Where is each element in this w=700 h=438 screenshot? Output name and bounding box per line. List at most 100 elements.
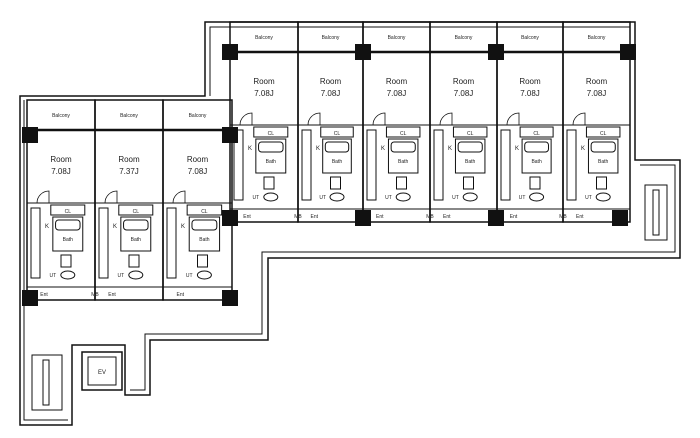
closet-label: CL <box>467 131 474 137</box>
bathroom <box>120 216 152 252</box>
structural-column <box>488 44 504 60</box>
closet-label: CL <box>600 131 607 137</box>
meter-box-label: MB <box>294 214 302 220</box>
closet-label: CL <box>65 209 72 215</box>
kitchen-label: K <box>181 224 185 230</box>
kitchen-counter <box>98 207 109 279</box>
unit-walls <box>562 21 631 223</box>
bathtub-icon <box>590 141 616 153</box>
room-area: 7.08J <box>321 89 341 98</box>
right-stair <box>644 184 668 241</box>
utility-label: UT <box>452 195 459 201</box>
bath-label: Bath <box>131 237 142 243</box>
room-label: Room <box>253 77 275 86</box>
entrance-label: Ent <box>40 292 48 298</box>
room-area: 7.08J <box>387 89 407 98</box>
closet <box>320 126 354 138</box>
closet <box>519 126 554 138</box>
room-area: 7.08J <box>51 167 71 176</box>
bathtub-icon <box>123 219 149 231</box>
structural-column <box>222 44 238 60</box>
closet <box>50 204 86 216</box>
bathroom <box>322 138 352 174</box>
room-label: Room <box>586 77 608 86</box>
door-swing <box>372 112 386 126</box>
utility-label: UT <box>519 195 526 201</box>
bathroom <box>255 138 287 174</box>
room-area: 7.08J <box>188 167 208 176</box>
closet-label: CL <box>533 131 540 137</box>
kitchen-label: K <box>113 224 117 230</box>
washer-icon <box>197 254 208 268</box>
washer-icon <box>263 176 275 190</box>
door-swing <box>104 190 118 204</box>
kitchen-label: K <box>515 146 519 152</box>
balcony-label: Balcony <box>455 35 473 41</box>
room-area: 7.08J <box>520 89 540 98</box>
room-label: Room <box>453 77 475 86</box>
bathroom <box>387 138 419 174</box>
toilet-icon <box>462 192 478 202</box>
meter-box-label: MB <box>559 214 567 220</box>
closet <box>253 126 289 138</box>
washer-icon <box>463 176 474 190</box>
balcony-label: Balcony <box>255 35 273 41</box>
closet-label: CL <box>334 131 341 137</box>
left-stair <box>31 354 63 411</box>
washer-icon <box>529 176 541 190</box>
kitchen-counter <box>30 207 41 279</box>
toilet-icon <box>329 192 345 202</box>
room-label: Room <box>519 77 541 86</box>
bathtub-icon <box>390 141 416 153</box>
toilet-icon <box>395 192 411 202</box>
washer-icon <box>128 254 140 268</box>
entrance-label: Ent <box>576 214 584 220</box>
closet-label: CL <box>400 131 407 137</box>
closet <box>585 126 621 138</box>
closet-label: CL <box>201 209 208 215</box>
entrance-label: Ent <box>176 292 184 298</box>
bathtub-icon <box>324 141 350 153</box>
washer-icon <box>396 176 407 190</box>
closet <box>118 204 154 216</box>
closet <box>186 204 223 216</box>
structural-column <box>620 44 636 60</box>
room-label: Room <box>118 155 140 164</box>
building-inner-outline <box>23 26 676 421</box>
toilet-icon <box>595 192 611 202</box>
door-swing <box>172 190 186 204</box>
room-area: 7.08J <box>254 89 274 98</box>
utility-label: UT <box>319 195 326 201</box>
room-label: Room <box>50 155 72 164</box>
kitchen-counter <box>166 207 177 279</box>
structural-column <box>488 210 504 226</box>
room-label: Room <box>320 77 342 86</box>
closet <box>385 126 421 138</box>
toilet-icon <box>128 270 144 280</box>
kitchen-counter <box>566 129 577 201</box>
balcony-label: Balcony <box>388 35 406 41</box>
balcony-label: Balcony <box>120 113 138 119</box>
bathtub-icon <box>258 141 284 153</box>
structural-column <box>22 127 38 143</box>
structural-column <box>22 290 38 306</box>
elevator: EV <box>81 351 123 391</box>
bathtub-icon <box>55 219 81 231</box>
washer-icon <box>60 254 72 268</box>
closet-label: CL <box>268 131 275 137</box>
bathroom <box>521 138 552 174</box>
structural-column <box>355 44 371 60</box>
balcony-label: Balcony <box>521 35 539 41</box>
door-swing <box>239 112 253 126</box>
washer-icon <box>596 176 607 190</box>
structural-column <box>222 127 238 143</box>
entrance-label: Ent <box>376 214 384 220</box>
room-label: Room <box>187 155 209 164</box>
bath-label: Bath <box>199 237 210 243</box>
utility-label: UT <box>253 195 260 201</box>
